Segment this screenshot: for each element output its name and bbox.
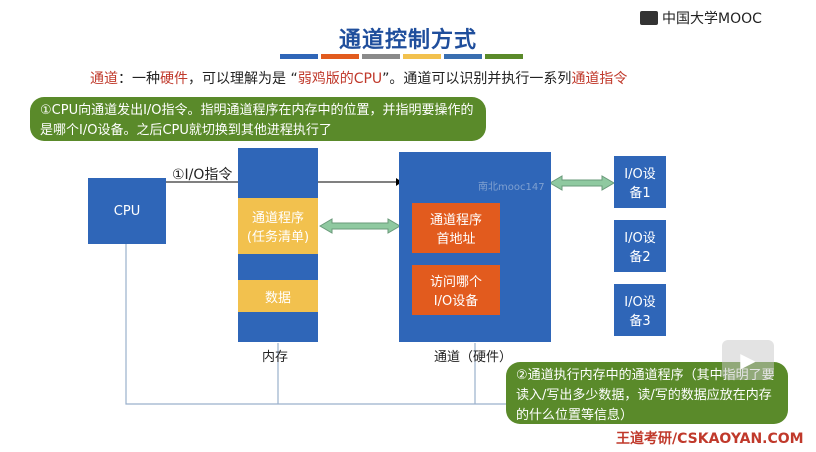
io-instruction-label: ①I/O指令 <box>172 167 233 183</box>
memory-data: 数据 <box>238 280 318 312</box>
play-button[interactable]: ▶ <box>722 340 774 380</box>
memory-channel-program: 通道程序 (任务清单) <box>238 198 318 254</box>
title-bar-2 <box>321 54 359 59</box>
def-part1: ：一种 <box>118 71 160 87</box>
slide-title: 通道控制方式 <box>338 28 477 53</box>
title-bar-6 <box>485 54 523 59</box>
mooc-logo-icon <box>640 11 658 25</box>
title-bar-4 <box>403 54 441 59</box>
io-device-2: I/O设 备2 <box>614 220 666 272</box>
footer-brand: 王道考研/CSKAOYAN.COM <box>616 431 804 447</box>
def-part2: ，可以理解为是 “ <box>188 71 298 87</box>
term-channel: 通道 <box>90 71 118 87</box>
channel-program-address: 通道程序 首地址 <box>412 203 500 253</box>
definition-text: 通道：一种硬件，可以理解为是 “弱鸡版的CPU”。通道可以识别并执行一系列通道指… <box>90 68 627 88</box>
term-weak-cpu: 弱鸡版的CPU <box>297 71 383 87</box>
io-device-1: I/O设 备1 <box>614 156 666 208</box>
channel-which-device: 访问哪个 I/O设备 <box>412 265 500 315</box>
io-device-3: I/O设 备3 <box>614 284 666 336</box>
def-part3: ”。通道可以识别并执行一系列 <box>382 71 572 87</box>
channel-label: 通道（硬件） <box>434 350 513 365</box>
cpu-box: CPU <box>88 178 166 244</box>
title-bar-3 <box>362 54 400 59</box>
play-icon: ▶ <box>740 348 756 372</box>
watermark: 南北mooc147 <box>478 182 545 193</box>
term-hardware: 硬件 <box>160 71 188 87</box>
title-bar-5 <box>444 54 482 59</box>
memory-label: 内存 <box>262 350 289 365</box>
term-channel-instr: 通道指令 <box>571 71 628 87</box>
mooc-logo-text: 中国大学MOOC <box>662 11 762 27</box>
callout-step1: ①CPU向通道发出I/O指令。指明通道程序在内存中的位置，并指明要操作的是哪个I… <box>30 97 486 141</box>
callout-step2: ②通道执行内存中的通道程序（其中指明了要读入/写出多少数据，读/写的数据应放在内… <box>506 362 788 424</box>
title-bar-1 <box>280 54 318 59</box>
mooc-logo: 中国大学MOOC <box>640 8 762 28</box>
